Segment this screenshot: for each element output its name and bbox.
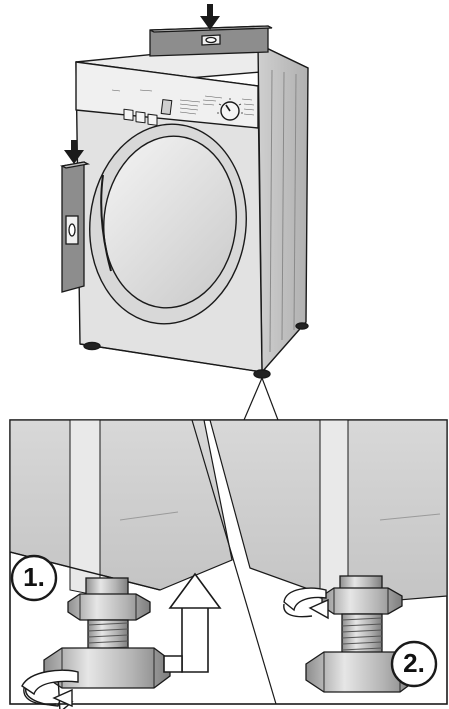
step-1-label: 1.	[14, 564, 54, 590]
left-cabinet-corner	[70, 420, 100, 596]
step-2-label: 2.	[394, 650, 434, 676]
arrow-down-icon	[200, 4, 220, 30]
foot-front-left	[84, 343, 100, 350]
washing-machine	[76, 44, 308, 378]
display-window	[161, 100, 172, 115]
zoom-connector	[244, 378, 278, 420]
spirit-level-front	[62, 162, 88, 292]
foot-front-right	[254, 370, 270, 378]
foot-back-right	[296, 323, 308, 329]
spirit-level-top	[150, 26, 272, 56]
detail-panel	[10, 420, 447, 709]
